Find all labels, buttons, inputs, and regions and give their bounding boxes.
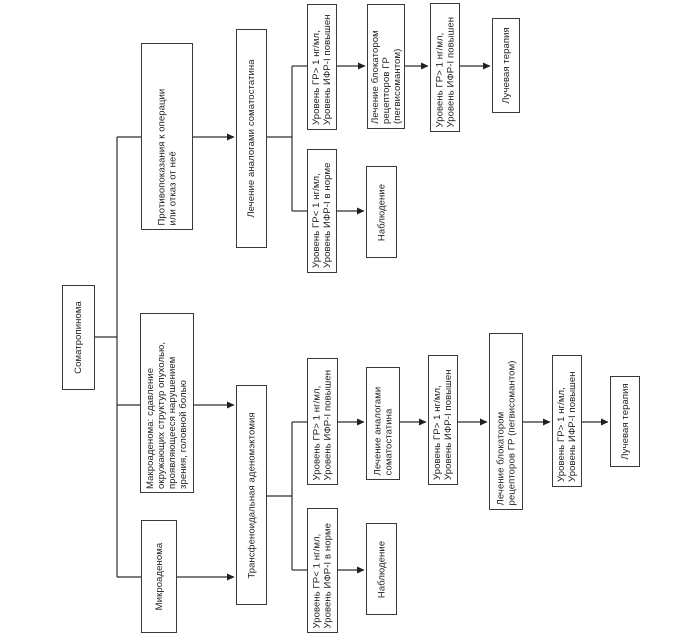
node-gh-normal-top: Уровень ГР< 1 нг/мл, Уровень ИФР-I в нор… (307, 149, 337, 273)
node-label: Уровень ГР< 1 нг/мл, Уровень ИФР-I в нор… (311, 522, 334, 628)
node-label: Лечение блокатором рецепторов ГР (пегвис… (369, 30, 403, 124)
node-macroadenoma: Макроаденома: сдавление окружающих струк… (140, 313, 194, 493)
node-somatostatin-analog-treatment-top: Лечение аналогами соматостатина (236, 29, 267, 248)
node-radiation-therapy-bottom: Лучевая терапия (610, 376, 640, 467)
node-label: Уровень ГР> 1 нг/мл, Уровень ИФР-I повыш… (432, 369, 454, 480)
node-label: Лучевая терапия (619, 383, 631, 460)
node-label: Макроаденома: сдавление окружающих струк… (145, 341, 189, 489)
node-label: Лучевая терапия (500, 27, 512, 104)
node-radiation-therapy-top: Лучевая терапия (492, 18, 520, 113)
node-gh-elevated-bottom-1: Уровень ГР> 1 нг/мл, Уровень ИФР-I повыш… (307, 358, 338, 485)
node-label: Микроаденома (153, 542, 165, 611)
node-label: Уровень ГР< 1 нг/мл, Уровень ИФР-I в нор… (311, 162, 333, 268)
node-gh-elevated-bottom-2: Уровень ГР> 1 нг/мл, Уровень ИФР-I повыш… (428, 355, 458, 485)
node-label: Уровень ГР> 1 нг/мл, Уровень ИФР-I повыш… (434, 16, 456, 127)
node-label: Наблюдение (376, 183, 387, 241)
node-label: Уровень ГР> 1 нг/мл, Уровень ИФР-I повыш… (311, 14, 333, 125)
node-observation-bottom: Наблюдение (366, 523, 397, 615)
node-pegvisomant-treatment-top: Лечение блокатором рецепторов ГР (пегвис… (367, 4, 405, 129)
node-gh-elevated-top-1: Уровень ГР> 1 нг/мл, Уровень ИФР-I повыш… (307, 4, 337, 130)
node-label: Уровень ГР> 1 нг/мл, Уровень ИФР-I повыш… (556, 371, 578, 482)
node-label: Наблюдение (376, 540, 387, 598)
node-gh-elevated-bottom-3: Уровень ГР> 1 нг/мл, Уровень ИФР-I повыш… (552, 355, 582, 487)
node-somatostatin-analog-treatment-bottom: Лечение аналогами соматостатина (366, 367, 400, 480)
node-label: Лечение аналогами соматостатина (372, 386, 394, 475)
node-label: Уровень ГР> 1 нг/мл, Уровень ИФР-I повыш… (311, 369, 334, 480)
node-label: Лечение блокатором рецепторов ГР (пегвис… (495, 360, 517, 505)
node-transsphenoidal-adenomectomy: Трансфеноидальная аденомэктомия (236, 385, 267, 605)
node-observation-top: Наблюдение (366, 166, 397, 258)
node-contraindications-to-surgery: Противопоказания к операции или отказ от… (141, 43, 193, 230)
node-somatotropinoma: Соматропинома (62, 285, 95, 390)
node-label: Противопоказания к операции или отказ от… (156, 88, 178, 225)
node-label: Трансфеноидальная аденомэктомия (246, 411, 257, 579)
node-gh-elevated-top-2: Уровень ГР> 1 нг/мл, Уровень ИФР-I повыш… (430, 3, 460, 132)
node-microadenoma: Микроаденома (141, 520, 177, 633)
node-label: Соматропинома (73, 301, 84, 374)
node-label: Лечение аналогами соматостатина (246, 59, 257, 218)
node-pegvisomant-treatment-bottom: Лечение блокатором рецепторов ГР (пегвис… (489, 333, 523, 510)
node-gh-normal-bottom: Уровень ГР< 1 нг/мл, Уровень ИФР-I в нор… (307, 508, 338, 633)
